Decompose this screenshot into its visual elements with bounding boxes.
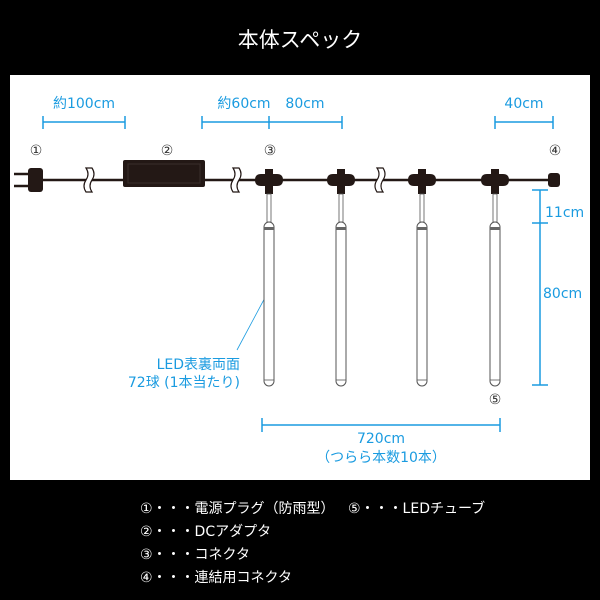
connector-icon xyxy=(408,169,436,194)
main-cable xyxy=(14,160,560,193)
dim-end: 40cm xyxy=(504,96,543,112)
connector-icon xyxy=(255,169,283,194)
legend-item-2: ②・・・DCアダプタ xyxy=(140,524,272,540)
dim-cord: 約100cm xyxy=(53,96,115,112)
led-tube-2 xyxy=(327,169,355,387)
marker-4: ④ xyxy=(549,143,562,159)
connector-icon xyxy=(481,169,509,194)
dim-tube: 80cm xyxy=(543,286,582,302)
dimension-lines xyxy=(42,116,554,432)
legend-item-4: ④・・・連結用コネクタ xyxy=(140,570,292,586)
page-title: 本体スペック xyxy=(237,28,363,52)
break-marks xyxy=(83,167,386,193)
end-connector-icon xyxy=(548,173,560,187)
dim-adapter-connector: 約60cm xyxy=(217,96,270,112)
led-tube-3 xyxy=(408,169,436,387)
dim-pitch: 80cm xyxy=(285,96,324,112)
dc-adapter-icon xyxy=(123,160,205,187)
dim-drop: 11cm xyxy=(545,205,584,221)
legend-item-5: ⑤・・・LEDチューブ xyxy=(348,501,486,517)
marker-3: ③ xyxy=(264,143,277,159)
legend-item-1: ①・・・電源プラグ（防雨型） xyxy=(140,501,335,517)
led-tube-1 xyxy=(255,169,283,387)
callout-line2: 72球 (1本当たり) xyxy=(128,375,240,391)
marker-1: ① xyxy=(30,143,43,159)
legend-item-3: ③・・・コネクタ xyxy=(140,547,250,563)
dim-total: 720cm xyxy=(357,431,405,447)
led-tube-4 xyxy=(481,169,509,387)
marker-2: ② xyxy=(161,143,174,159)
connector-icon xyxy=(327,169,355,194)
callout-line1: LED表裏両面 xyxy=(157,356,240,373)
dim-total-note: （つらら本数10本） xyxy=(316,450,446,466)
marker-5: ⑤ xyxy=(489,392,502,408)
plug-icon xyxy=(14,168,43,192)
